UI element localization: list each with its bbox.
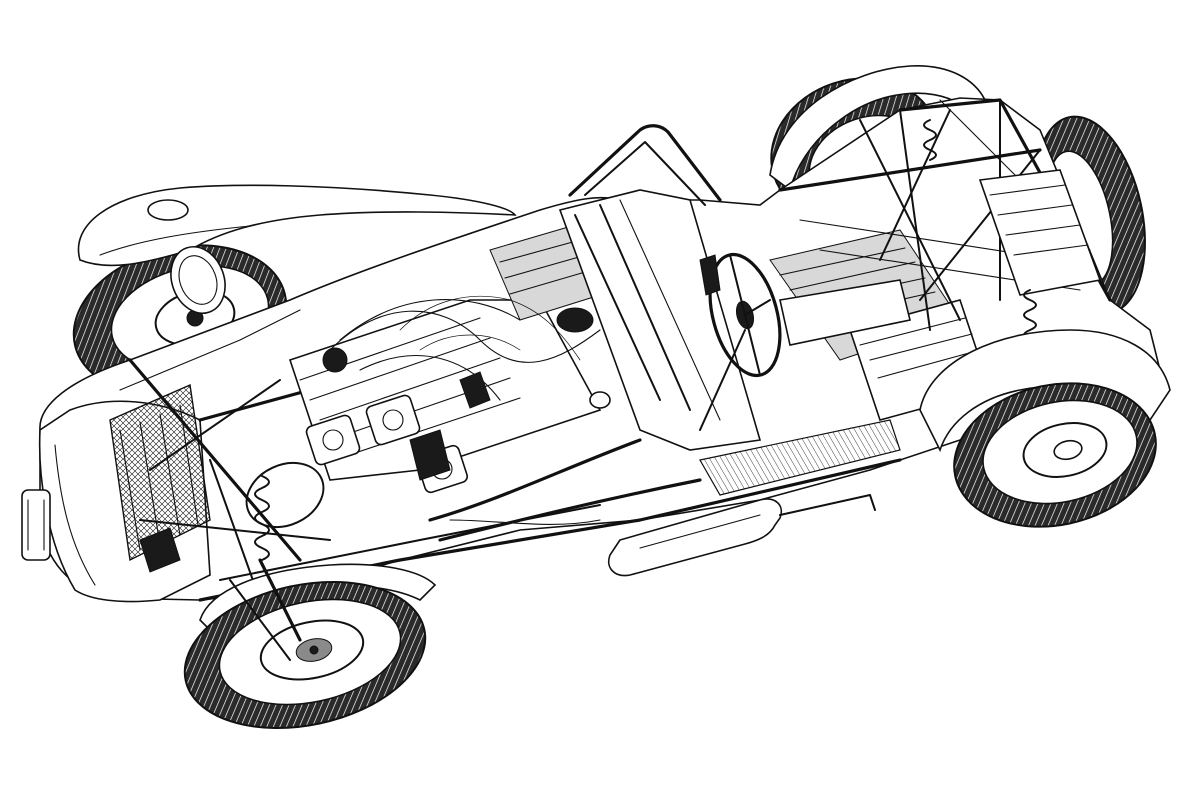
fuel-tank xyxy=(978,169,1102,296)
rear-right-road-wheel xyxy=(953,382,1157,528)
front-hub-ring xyxy=(245,461,325,529)
rear-right-mudguard xyxy=(919,329,1171,453)
exhaust-system xyxy=(428,438,876,577)
oil-filler-cap xyxy=(322,347,348,373)
front-bumper xyxy=(21,489,51,561)
door-aperture xyxy=(699,419,901,496)
front-coil-spring xyxy=(254,475,270,561)
windscreen-frame xyxy=(568,124,722,206)
bulkhead xyxy=(558,189,762,451)
radiator xyxy=(109,383,211,562)
silencer xyxy=(608,498,782,577)
distributor xyxy=(556,307,594,333)
steering-wheel xyxy=(699,252,782,431)
transmission-tunnel xyxy=(779,279,911,346)
headlamp xyxy=(147,199,226,314)
engine-block xyxy=(288,224,611,494)
